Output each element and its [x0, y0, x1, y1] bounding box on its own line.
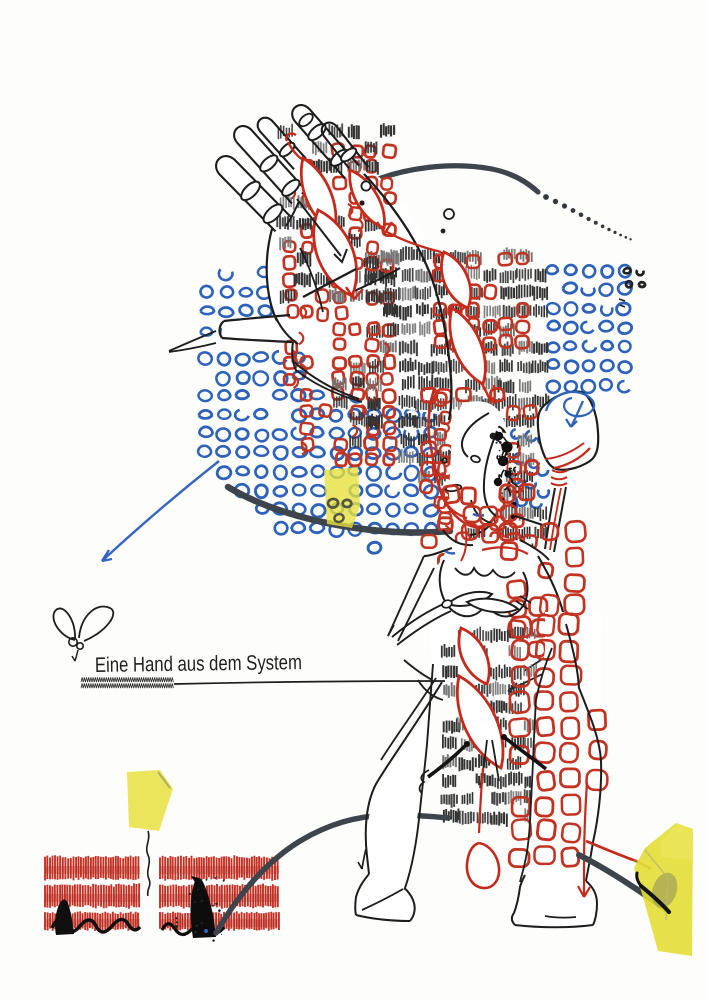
svg-text:Eine Hand aus dem System: Eine Hand aus dem System: [95, 651, 302, 677]
